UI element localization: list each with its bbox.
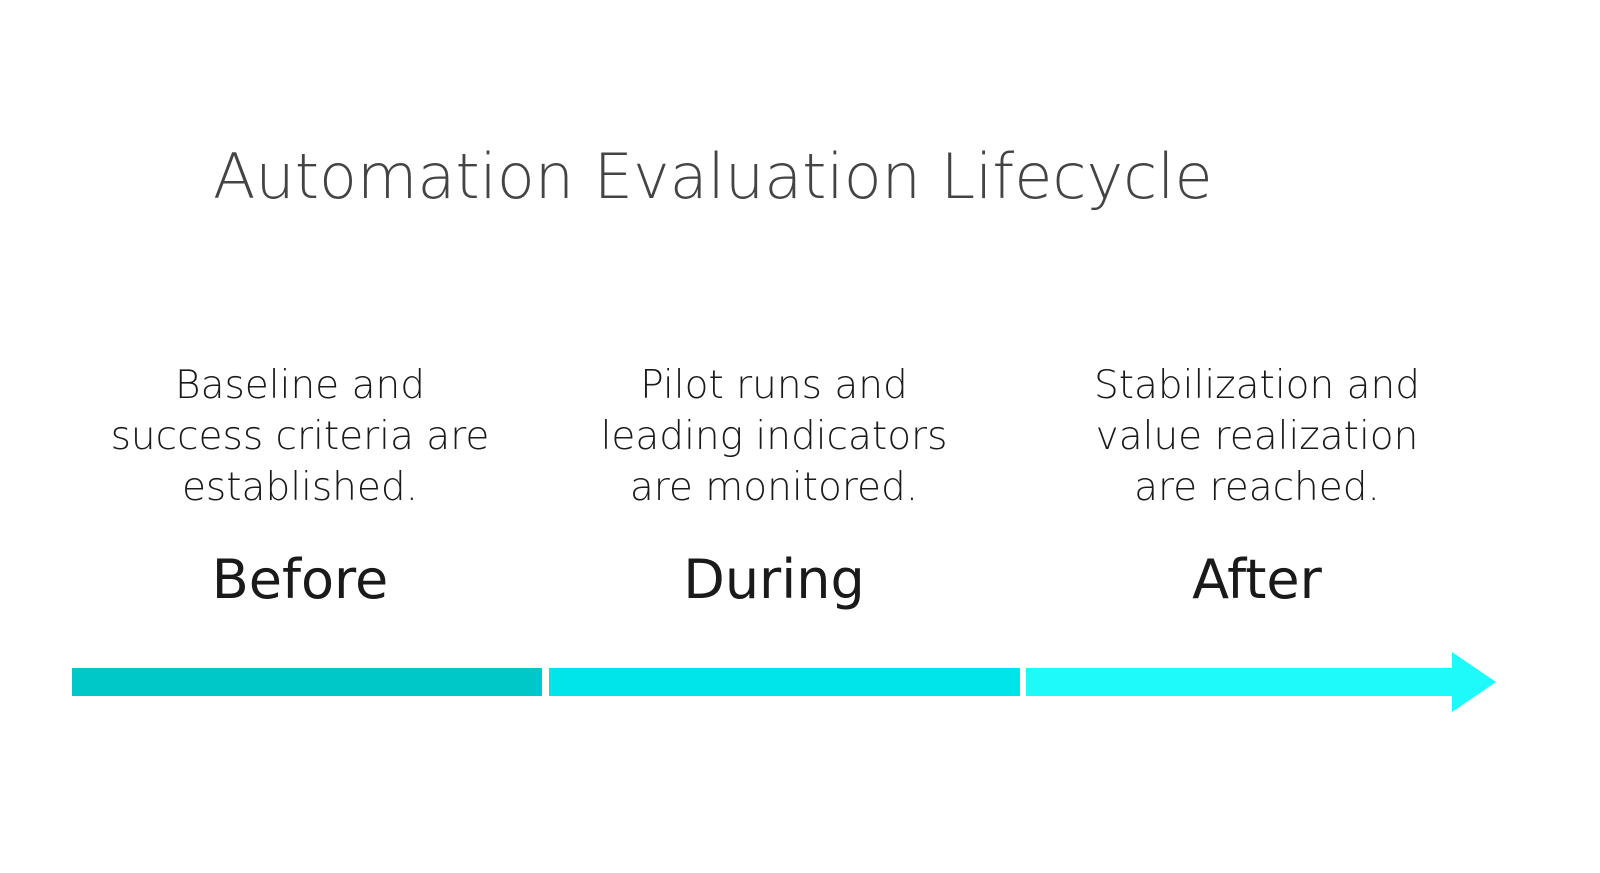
stage-before-description-line: success criteria are <box>110 414 490 459</box>
stage-after-description-line: value realization <box>1095 414 1419 459</box>
stage-after: Stabilization and value realization are … <box>1017 0 1497 873</box>
stage-after-label: After <box>1192 548 1322 611</box>
stage-before-description-line: established. <box>181 465 419 510</box>
timeline-arrow <box>72 652 1496 712</box>
timeline-segment-after-arrowhead <box>1026 652 1496 712</box>
stage-during-description-line: are monitored. <box>629 465 919 510</box>
stage-after-description-line: Stabilization and <box>1093 363 1421 408</box>
timeline-segment-during <box>549 668 1020 696</box>
stage-during-description-line: leading indicators <box>600 414 948 459</box>
stage-before-label: Before <box>211 548 389 611</box>
timeline-segment-before <box>72 668 542 696</box>
stage-during: Pilot runs and leading indicators are mo… <box>534 0 1014 873</box>
stage-before-description: Baseline and success criteria are establ… <box>60 360 540 513</box>
stage-before-description-line: Baseline and <box>175 363 425 408</box>
stage-after-description-line: are reached. <box>1134 465 1380 510</box>
stage-during-description: Pilot runs and leading indicators are mo… <box>534 360 1014 513</box>
stage-before: Baseline and success criteria are establ… <box>60 0 540 873</box>
diagram-title: Automation Evaluation Lifecycle <box>213 140 1213 213</box>
stage-after-description: Stabilization and value realization are … <box>1017 360 1497 513</box>
stage-during-description-line: Pilot runs and <box>640 363 908 408</box>
stage-during-label: During <box>683 548 865 611</box>
